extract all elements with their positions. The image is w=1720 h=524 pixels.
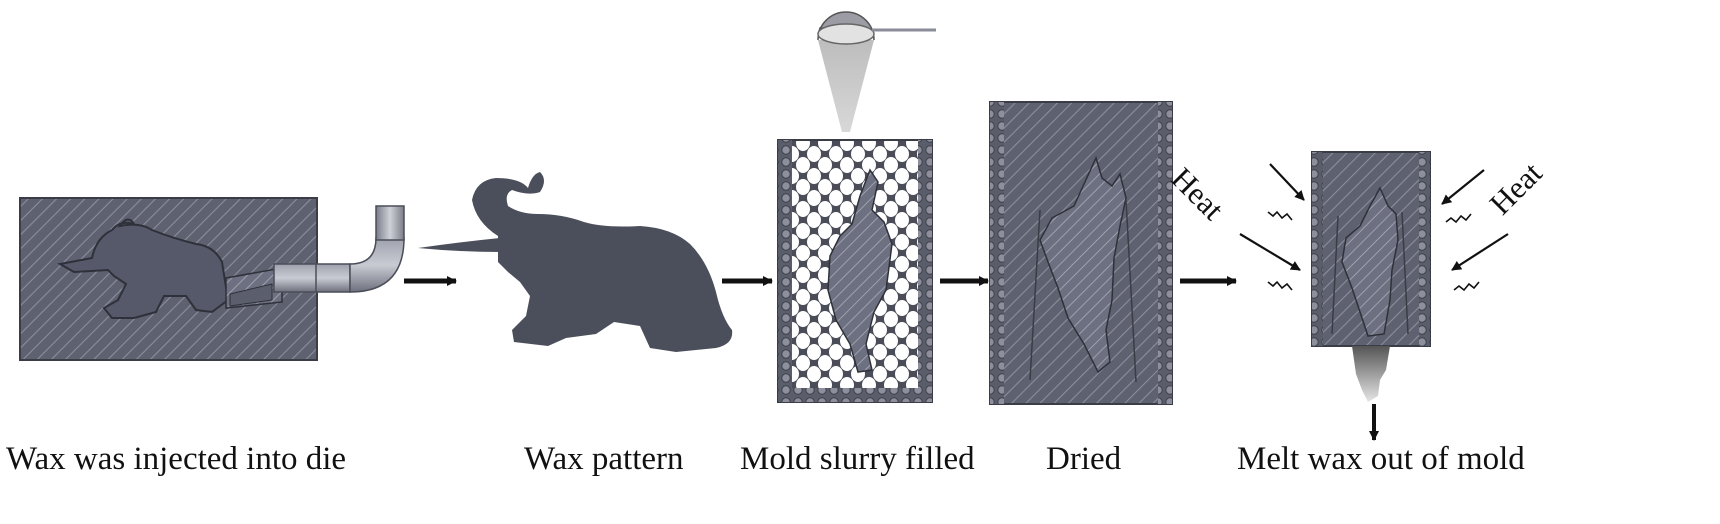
heat-arrows-right [1441,169,1509,292]
die-elephant-cavity [57,218,230,319]
wax-pattern-body [472,172,733,352]
melt-mold-cavity [1341,186,1399,337]
step-caption-melt: Melt wax out of mold [1237,441,1525,477]
heat-wave-icon [1453,281,1480,292]
melt-mold [1311,151,1431,347]
injection-pipe [273,205,405,293]
die-gate [229,283,273,307]
step-caption-injection: Wax was injected into die [6,441,347,477]
wax-pattern-elephant [418,172,733,352]
wax-drip [1352,346,1390,402]
step-caption-wax-pattern: Wax pattern [524,441,684,477]
heat-wave-icon [1267,210,1293,221]
heat-wave-icon [1445,213,1472,224]
slurry-mold-wax-pattern [827,168,893,373]
slurry-mold [777,139,933,403]
heat-arrows-left [1239,163,1305,291]
wax-injection-die [19,197,318,361]
dried-mold [989,101,1173,405]
slurry-stream [818,40,874,132]
wax-pattern-tusk [418,238,502,252]
step-caption-dried: Dried [1046,441,1122,477]
slurry-pour [817,11,936,132]
heat-wave-icon [1267,280,1293,291]
step-caption-slurry: Mold slurry filled [740,441,975,477]
dried-mold-wax-outline [1039,155,1127,374]
